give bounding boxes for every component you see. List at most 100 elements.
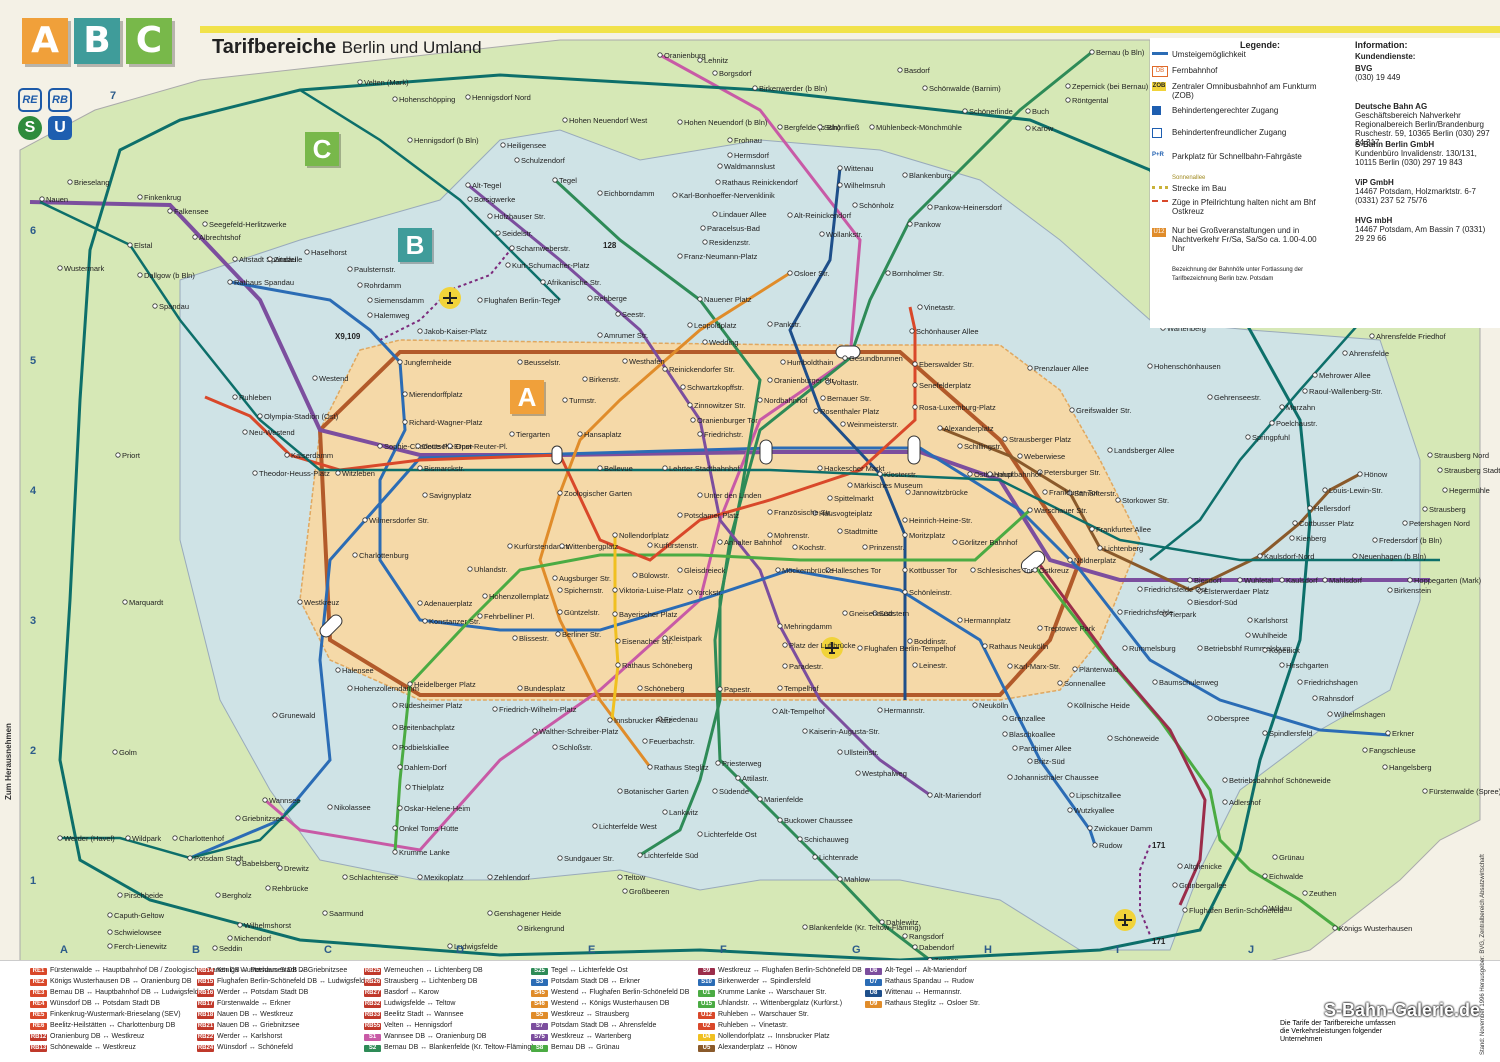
station: Neukölln	[972, 701, 1008, 710]
station-label: Potsdam Stadt	[194, 854, 244, 863]
route-description: Königs Wusterhausen DB ↔ Griebnitzsee	[217, 967, 348, 974]
station-label: Lehnitz	[704, 56, 728, 65]
station: Ahrensfelde	[1342, 349, 1389, 358]
station-label: Lichterfelde Süd	[644, 851, 698, 860]
station-dot	[879, 919, 885, 925]
station-label: Karlshorst	[1254, 616, 1289, 625]
station-dot	[402, 391, 408, 397]
legend-item-zob: Zentraler Omnibusbahnhof am Funkturm (ZO…	[1172, 82, 1317, 100]
station-dot	[1067, 702, 1073, 708]
station: Flughafen Berlin-Schönefeld	[1182, 906, 1284, 915]
route-badge: RB22	[197, 1034, 214, 1041]
station-label: Jungfernheide	[404, 358, 452, 367]
station-label: Bernau (b Bln)	[1096, 48, 1145, 57]
station-label: Schichauweg	[804, 835, 849, 844]
station-dot	[232, 256, 238, 262]
station-label: Jakob-Kaiser-Platz	[424, 327, 487, 336]
station-label: Lindauer Allee	[719, 210, 767, 219]
station-dot	[277, 865, 283, 871]
station: Warschauer Str.	[1027, 506, 1088, 515]
station: Nollendorfplatz	[612, 531, 669, 540]
station-label: Tierpark	[1169, 610, 1196, 619]
station-dot	[902, 172, 908, 178]
station: Blankenburg	[902, 171, 951, 180]
station-dot	[1245, 434, 1251, 440]
route-description: Ludwigsfelde ↔ Teltow	[384, 1000, 456, 1007]
station: Bernau (b Bln)	[1089, 48, 1145, 57]
station-label: Wilhelmshorst	[244, 921, 292, 930]
station-label: Oranienburg	[664, 51, 706, 60]
station: Stadtmitte	[837, 527, 878, 536]
station: Eichborndamm	[597, 189, 654, 198]
station-dot	[397, 805, 403, 811]
station-dot	[1187, 577, 1193, 583]
station: Oranienburger Str.	[767, 376, 836, 385]
station-label: Scharnweberstr.	[516, 244, 570, 253]
station: Poelchaustr.	[1269, 419, 1317, 428]
station-label: Borgsdorf	[719, 69, 752, 78]
station-dot	[1115, 497, 1121, 503]
station-dot	[957, 617, 963, 623]
station-label: Borsigwerke	[474, 195, 515, 204]
station-dot	[962, 108, 968, 114]
station-dot	[397, 764, 403, 770]
station-dot	[1437, 467, 1443, 473]
s3-line	[189, 446, 1391, 860]
station-label: Berliner Str.	[562, 630, 601, 639]
station-dot	[597, 190, 603, 196]
station-label: Bayerischer Platz	[619, 610, 678, 619]
route-description: Nauen DB ↔ Griebnitzsee	[217, 1022, 300, 1029]
regional-outer-ring	[58, 73, 1312, 962]
station: Bernauer Str.	[820, 394, 871, 403]
station-label: Wilmersdorfer Str.	[369, 516, 429, 525]
route-badge: S8	[531, 1045, 548, 1052]
station-label: Olympia-Stadion (Ost)	[264, 412, 339, 421]
station: Schönhauser Allee	[909, 327, 979, 336]
station-dot	[392, 849, 398, 855]
station-dot	[735, 775, 741, 781]
station-dot	[902, 933, 908, 939]
station: Ullsteinstr.	[837, 748, 879, 757]
station-label: Mehrower Allee	[1319, 371, 1371, 380]
station-label: Tempelhof	[784, 684, 820, 693]
station-label: Adlershof	[1229, 798, 1262, 807]
station-dot	[377, 443, 383, 449]
station-dot	[1089, 49, 1095, 55]
station-dot	[917, 304, 923, 310]
station-label: Wollankstr.	[826, 230, 863, 239]
route-badge: RB55	[364, 1023, 381, 1030]
station-dot	[232, 394, 238, 400]
station-dot	[825, 567, 831, 573]
station-dot	[1042, 489, 1048, 495]
station: Seidelstr.	[495, 229, 533, 238]
station: Buckower Chaussee	[777, 816, 853, 825]
station-label: Wedding	[709, 338, 738, 347]
station: Boddinstr.	[907, 637, 947, 646]
wheelchair-icon	[1152, 106, 1161, 115]
station: Breitenbachplatz	[392, 723, 455, 732]
station-dot	[813, 408, 819, 414]
station: Wildau	[1262, 904, 1292, 913]
station-dot	[477, 297, 483, 303]
night-line-icon: U12	[1152, 228, 1166, 237]
station-label: Spichernstr.	[564, 586, 604, 595]
station-label: Schönwalde (Barnim)	[929, 84, 1001, 93]
station: Kaiserdamm	[284, 451, 333, 460]
station-dot	[782, 642, 788, 648]
station-label: Ernst-Reuter-Pl.	[454, 442, 508, 451]
station: Krumme Lanke	[392, 848, 450, 857]
station: Innsbrucker Platz	[607, 716, 672, 725]
station-dot	[647, 542, 653, 548]
station-dot	[322, 910, 328, 916]
station: Rohrdamm	[357, 281, 401, 290]
station-label: Hönow	[1364, 470, 1388, 479]
station-dot	[487, 874, 493, 880]
station-dot	[125, 835, 131, 841]
station-label: Frohnau	[734, 136, 762, 145]
route-description: Oranienburg DB ↔ Westkreuz	[50, 1033, 145, 1040]
station-label: Ahrensfelde	[1349, 349, 1389, 358]
station: Olympia-Stadion (Ost)	[257, 412, 339, 421]
station-label: Onkel Toms Hütte	[399, 824, 458, 833]
bus-label-171-north: 171	[1152, 841, 1166, 850]
